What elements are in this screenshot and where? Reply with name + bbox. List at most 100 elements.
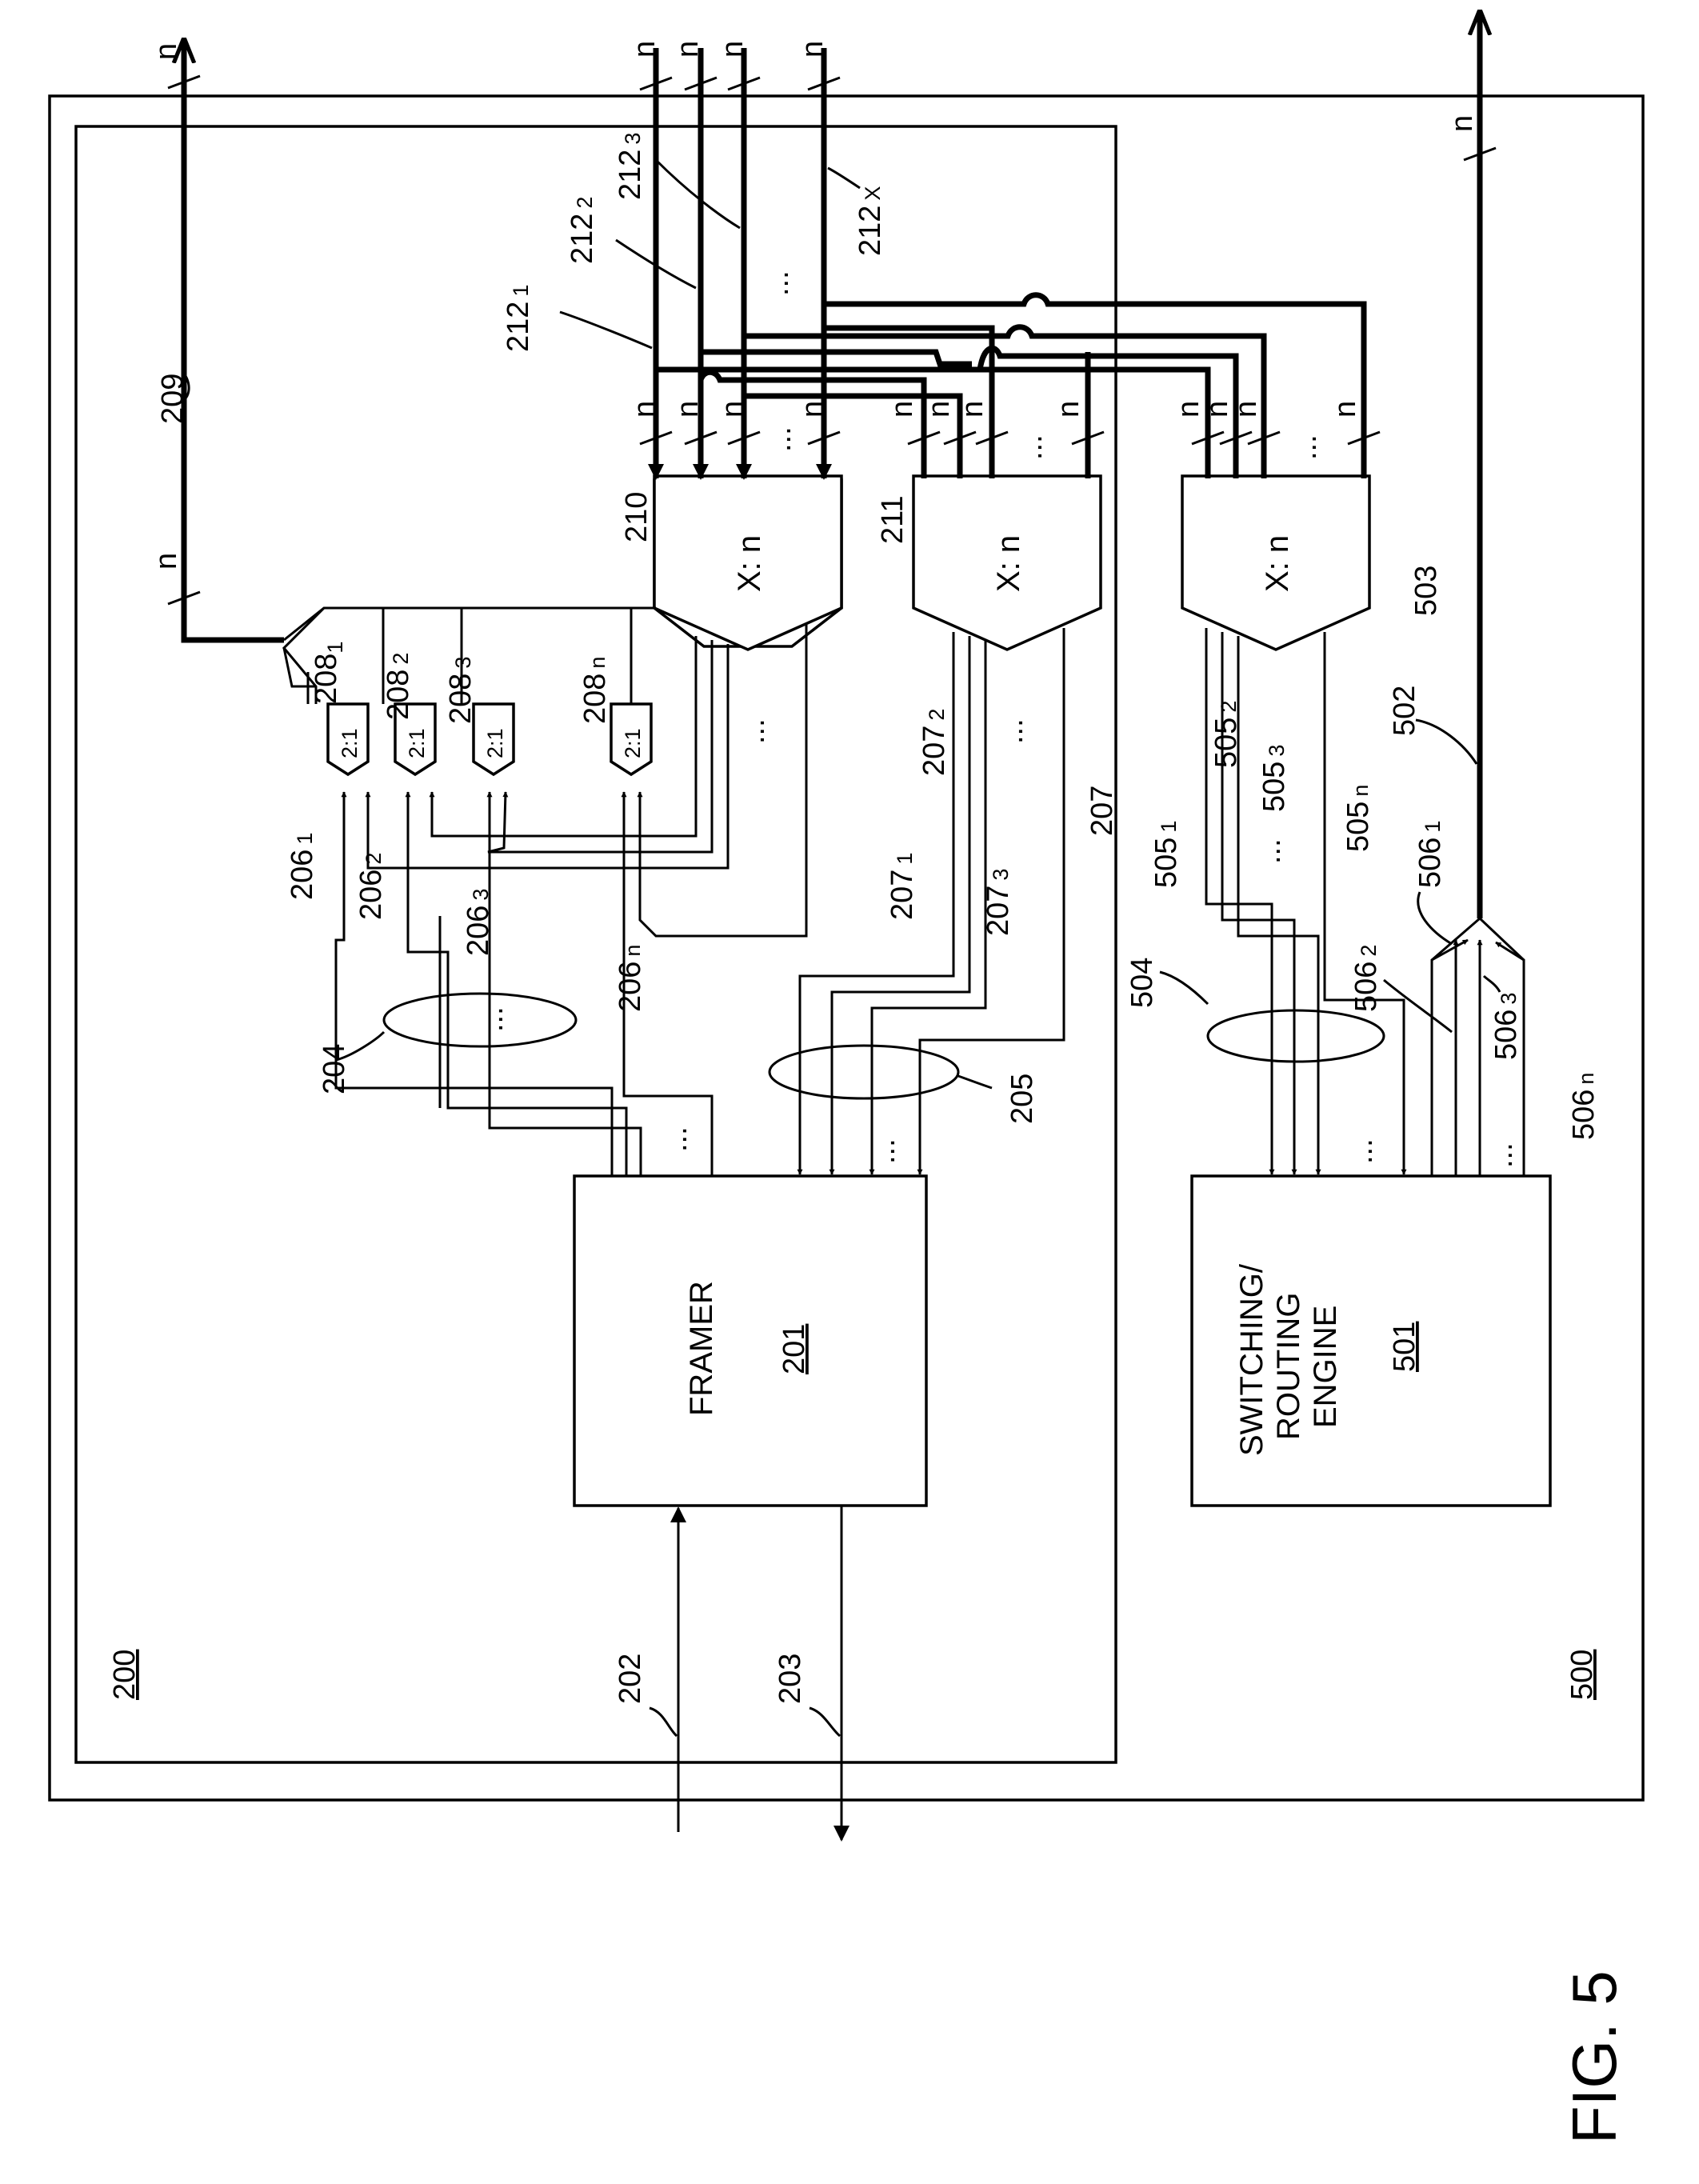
- line-207-2-ref: 2072: [917, 709, 951, 776]
- frame-ref-500: 500: [1565, 1650, 1599, 1700]
- switching-routing-engine-block: SWITCHING/ ROUTING ENGINE 501: [1192, 1176, 1550, 1506]
- input-202-ref: 202: [614, 1654, 647, 1704]
- bundle-205-leader: [958, 1076, 992, 1088]
- output-203-leader: [810, 1708, 840, 1736]
- bus-502-ref: 502: [1388, 686, 1421, 736]
- bundle-204-wires: [336, 792, 712, 1176]
- mux-210-ref: 210: [620, 492, 654, 542]
- line-506-3-leader: [1484, 976, 1500, 992]
- bus-212-taps: [656, 295, 1364, 478]
- input-202-leader: [650, 1708, 677, 1736]
- framer-block: FRAMER 201: [574, 1176, 926, 1506]
- bus-212-1-width-top: n: [628, 41, 662, 58]
- bus-209-width-2: n: [150, 43, 183, 60]
- mux-503: X: n 503: [1182, 476, 1443, 650]
- framer-ref: 201: [778, 1324, 811, 1374]
- line-207-1-ref: 2071: [885, 853, 919, 920]
- selector-ref-208-n: 208n: [578, 657, 612, 724]
- bus-212-middle-dots: ...: [762, 270, 795, 296]
- engine-title-line1: SWITCHING/: [1234, 1263, 1269, 1456]
- bus-212-3-width-top: n: [716, 41, 750, 58]
- line-506-1-leader: [1418, 892, 1452, 944]
- line-506-3-ref: 5063: [1489, 993, 1523, 1060]
- bus-212-2-width-top: n: [671, 41, 705, 58]
- bundle-205-ellipse: [770, 1046, 958, 1098]
- bus-502-width: n: [1445, 115, 1479, 132]
- selector-208-n: 2:1: [611, 704, 651, 774]
- bundle-204-dots: ...: [660, 1126, 694, 1152]
- bus-212-x-leader: [828, 168, 860, 188]
- mux-211: X: n 211: [876, 476, 1101, 650]
- selector-208-n-label: 2:1: [621, 728, 645, 758]
- bundle-504-leader: [1160, 972, 1208, 1004]
- engine-title-line2: ROUTING: [1271, 1293, 1306, 1440]
- selector-ref-208-2: 2082: [382, 653, 415, 720]
- bus-209-width-1: n: [150, 553, 183, 570]
- line-506-n-ref: 506n: [1567, 1073, 1601, 1140]
- bus-212-1-ref: 2121: [502, 285, 535, 352]
- engine-output-dots: ...: [1485, 1142, 1519, 1168]
- output-203-ref: 203: [774, 1654, 807, 1704]
- mux-211-label: X: n: [991, 535, 1026, 592]
- mux-211-output-dots: ...: [996, 718, 1029, 744]
- mux-210-input-n-2: n: [671, 401, 705, 418]
- bundle-504-dots: ...: [1345, 1138, 1379, 1164]
- mux-503-label: X: n: [1260, 535, 1295, 592]
- mux-210-output-dots: ...: [738, 718, 771, 744]
- selector-208-1-label: 2:1: [338, 728, 362, 758]
- bundle-204-ref: 204: [318, 1044, 351, 1094]
- selector-208-3: 2:1: [474, 704, 514, 774]
- bus-502-leader: [1416, 720, 1477, 764]
- line-506-2-ref: 5062: [1349, 945, 1383, 1012]
- bundle-504-ref: 504: [1125, 958, 1159, 1008]
- selector-208-2-label: 2:1: [405, 728, 429, 758]
- line-506-2-leader: [1384, 980, 1452, 1032]
- mux-210-label: X: n: [732, 535, 767, 592]
- mux-211-input-n-1: n: [885, 401, 919, 418]
- mux-503-input-n-3: n: [1229, 401, 1263, 418]
- mux-210-input-n-1: n: [628, 401, 662, 418]
- figure-caption: FIG. 5: [1559, 1970, 1629, 2144]
- mux-210-input-dots: ...: [764, 426, 798, 452]
- bundle-204-dots-2: ...: [476, 1006, 510, 1032]
- mux-211-ref: 211: [876, 495, 909, 544]
- line-506-1-ref: 5061: [1413, 821, 1447, 888]
- bus-212-1-leader: [560, 312, 652, 348]
- bundle-205-ref: 205: [1005, 1074, 1039, 1124]
- mux-210-outputs: [368, 624, 806, 936]
- bus-212-3-ref: 2123: [614, 133, 647, 200]
- mux-503-output-dots: ...: [1253, 838, 1287, 864]
- bus-209: [184, 40, 284, 640]
- mux-211-input-n-2: n: [922, 401, 956, 418]
- engine-ref: 501: [1388, 1322, 1421, 1372]
- line-206-3-ref: 2063: [462, 889, 495, 956]
- bus-212-x-width-top: n: [796, 41, 830, 58]
- mux-210: X: n 210: [620, 476, 842, 650]
- selector-208-1: 2:1: [328, 704, 368, 774]
- mux-503-input-n-x: n: [1329, 401, 1362, 418]
- framer-title: FRAMER: [684, 1281, 719, 1416]
- line-505-2-ref: 5052: [1209, 701, 1243, 768]
- bus-212-2-ref: 2122: [566, 197, 599, 264]
- mux-211-input-n-x: n: [1052, 401, 1085, 418]
- line-206-n-ref: 206n: [614, 945, 647, 1012]
- mux-503-input-dots: ...: [1289, 434, 1323, 460]
- mux-210-input-n-x: n: [796, 401, 830, 418]
- line-207-x-ref: 207: [1085, 786, 1119, 836]
- bus-212-x-ref: 212X: [853, 186, 887, 256]
- mux-211-input-dots: ...: [1015, 434, 1049, 460]
- mux-503-ref: 503: [1409, 566, 1443, 616]
- line-505-3-ref: 5053: [1257, 745, 1291, 812]
- frame-ref-200: 200: [108, 1650, 142, 1700]
- engine-title-line3: ENGINE: [1308, 1306, 1343, 1428]
- line-505-1-ref: 5051: [1149, 821, 1183, 888]
- selector-208-3-label: 2:1: [483, 728, 507, 758]
- line-206-2-ref: 2062: [354, 853, 388, 920]
- mux-210-input-n-3: n: [716, 401, 750, 418]
- line-505-n-ref: 505n: [1341, 785, 1375, 852]
- bundle-205-dots: ...: [868, 1138, 901, 1164]
- input-buses-212-slashes: [640, 78, 840, 444]
- bundle-504-ellipse: [1208, 1010, 1384, 1062]
- mux-211-input-n-3: n: [956, 401, 989, 418]
